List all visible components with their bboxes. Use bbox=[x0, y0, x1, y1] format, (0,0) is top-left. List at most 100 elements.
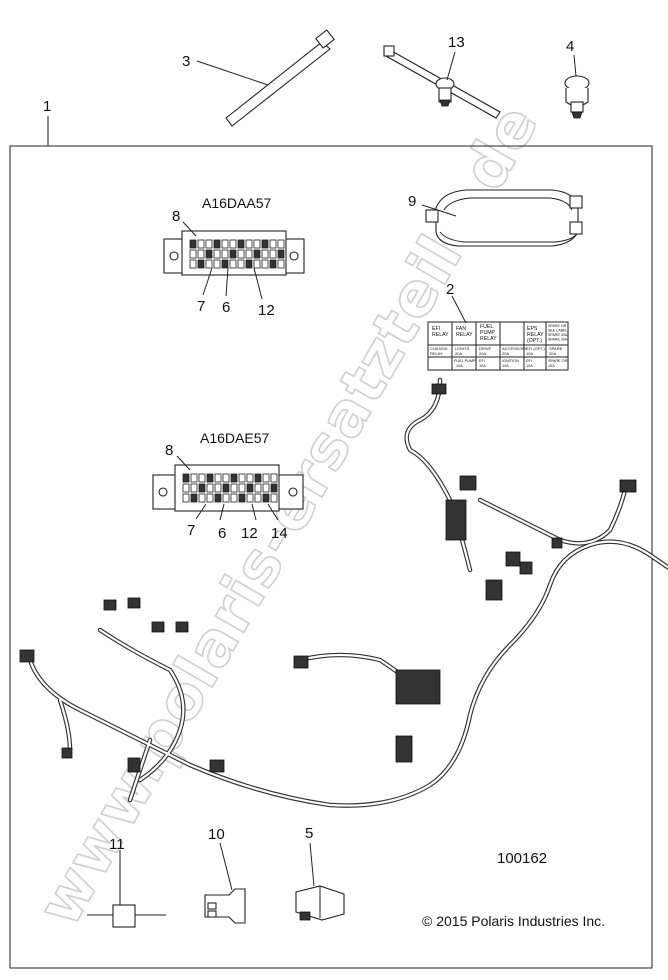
connector-pin bbox=[277, 239, 285, 249]
connector-a16daa57-label-12: 12 bbox=[258, 302, 275, 319]
callout-3: 3 bbox=[182, 53, 190, 70]
connector-a16dae57-pins bbox=[182, 473, 278, 503]
clip-part bbox=[564, 75, 590, 119]
connector-pin bbox=[269, 249, 277, 259]
connector-pin bbox=[262, 493, 270, 503]
connector-pin bbox=[197, 259, 205, 269]
connector-pin bbox=[270, 473, 278, 483]
callout-1: 1 bbox=[43, 98, 51, 115]
connector-pin bbox=[230, 473, 238, 483]
connector-pin bbox=[229, 259, 237, 269]
connector-pin bbox=[230, 483, 238, 493]
callout-11: 11 bbox=[109, 836, 125, 853]
connector-pin bbox=[254, 473, 262, 483]
connector-pin bbox=[262, 483, 270, 493]
connector-part-5 bbox=[295, 885, 345, 921]
connector-pin bbox=[237, 239, 245, 249]
connector-pin bbox=[206, 483, 214, 493]
connector-pin bbox=[246, 483, 254, 493]
connector-pin bbox=[214, 493, 222, 503]
connector-pin bbox=[206, 473, 214, 483]
connector-pin bbox=[205, 239, 213, 249]
cable-tie-part bbox=[225, 29, 335, 127]
connector-pin bbox=[261, 259, 269, 269]
connector-pin bbox=[246, 473, 254, 483]
connector-pin bbox=[229, 249, 237, 259]
connector-pin bbox=[237, 259, 245, 269]
connector-a16daa57-pins bbox=[189, 239, 285, 269]
connector-a16daa57-code: A16DAA57 bbox=[202, 195, 271, 211]
callout-2: 2 bbox=[446, 281, 454, 298]
connector-a16dae57-label-12: 12 bbox=[241, 525, 258, 542]
leader-2 bbox=[451, 295, 467, 324]
leader-10 bbox=[219, 842, 233, 891]
connector-pin bbox=[222, 473, 230, 483]
leader-5 bbox=[309, 842, 315, 887]
leader-13 bbox=[446, 51, 456, 81]
connector-a16daa57: A16DAA57 8 7 6 12 bbox=[163, 195, 305, 319]
connector-pin bbox=[245, 259, 253, 269]
connector-pin bbox=[205, 259, 213, 269]
connector-pin bbox=[206, 493, 214, 503]
connector-a16dae57-code: A16DAE57 bbox=[200, 430, 269, 446]
connector-pin bbox=[190, 473, 198, 483]
leader-4 bbox=[573, 54, 577, 77]
connector-pin bbox=[214, 483, 222, 493]
connector-pin bbox=[222, 483, 230, 493]
connector-pin bbox=[229, 239, 237, 249]
connector-pin bbox=[213, 249, 221, 259]
connector-pin bbox=[190, 493, 198, 503]
callout-13: 13 bbox=[448, 34, 465, 51]
copyright-text: © 2015 Polaris Industries Inc. bbox=[422, 913, 605, 929]
connector-pin bbox=[246, 493, 254, 503]
connector-pin bbox=[222, 493, 230, 503]
connector-pin bbox=[213, 259, 221, 269]
connector-a16dae57-label-14: 14 bbox=[271, 525, 288, 542]
connector-pin bbox=[221, 249, 229, 259]
diagram-number: 100162 bbox=[497, 850, 547, 867]
connector-a16dae57-label-8: 8 bbox=[165, 442, 173, 459]
connector-pin bbox=[245, 249, 253, 259]
connector-pin bbox=[254, 483, 262, 493]
connector-pin bbox=[245, 239, 253, 249]
connector-a16dae57: A16DAE57 8 7 6 12 14 bbox=[152, 430, 304, 542]
connector-a16daa57-label-7: 7 bbox=[197, 298, 205, 315]
connector-pin bbox=[261, 239, 269, 249]
connector-pin bbox=[198, 473, 206, 483]
connector-pin bbox=[270, 483, 278, 493]
callout-4: 4 bbox=[566, 38, 574, 55]
connector-a16dae57-label-6: 6 bbox=[218, 525, 226, 542]
connector-a16dae57-label-7: 7 bbox=[187, 522, 195, 539]
connector-pin bbox=[205, 249, 213, 259]
connector-pin bbox=[189, 259, 197, 269]
connector-pin bbox=[221, 239, 229, 249]
connector-pin bbox=[182, 493, 190, 503]
connector-pin bbox=[197, 239, 205, 249]
connector-pin bbox=[261, 249, 269, 259]
connector-pin bbox=[198, 493, 206, 503]
connector-pin bbox=[269, 259, 277, 269]
connector-pin bbox=[269, 239, 277, 249]
connector-pin bbox=[182, 473, 190, 483]
connector-pin bbox=[238, 493, 246, 503]
connector-pin bbox=[230, 493, 238, 503]
fuse-box-cover-part bbox=[425, 189, 583, 247]
connector-pin bbox=[213, 239, 221, 249]
callout-9: 9 bbox=[408, 193, 416, 210]
connector-pin bbox=[262, 473, 270, 483]
connector-pin bbox=[198, 483, 206, 493]
leader-9 bbox=[421, 204, 457, 217]
connector-pin bbox=[197, 249, 205, 259]
connector-pin bbox=[237, 249, 245, 259]
leader-3 bbox=[196, 60, 269, 86]
callout-5: 5 bbox=[305, 825, 313, 842]
connector-pin bbox=[238, 483, 246, 493]
